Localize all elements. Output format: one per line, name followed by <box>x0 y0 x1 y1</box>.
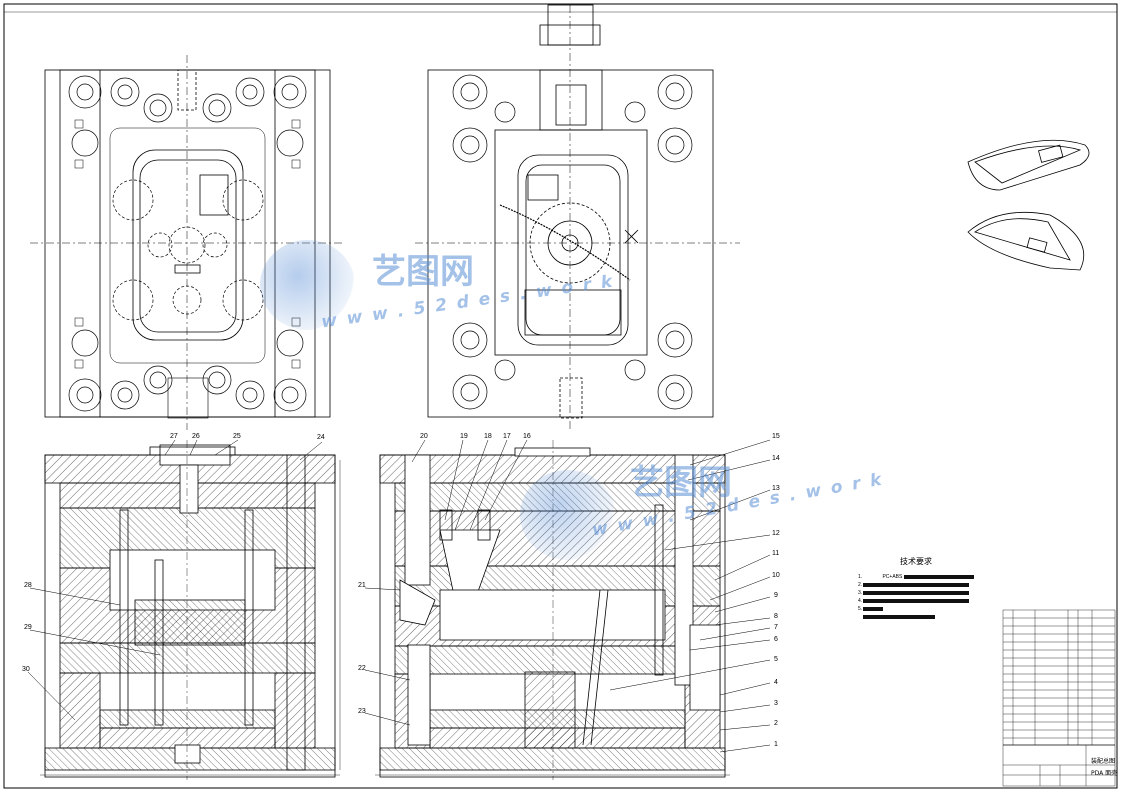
tech-redaction-bar <box>904 574 974 579</box>
tech-material: PC+ABS <box>882 573 903 580</box>
tech-num: 4. <box>858 597 863 604</box>
tech-num: 2. <box>858 581 863 588</box>
callout-12: 12 <box>772 530 780 537</box>
callout-30: 30 <box>22 666 30 673</box>
callout-27: 27 <box>170 433 178 440</box>
callout-17: 17 <box>503 433 511 440</box>
tech-redaction-bar <box>863 606 883 611</box>
watermark-logo-icon-left <box>260 240 355 330</box>
tech-title: 技术要求 <box>900 557 932 566</box>
tech-line-2: 2. <box>858 581 974 588</box>
tech-num: 3. <box>858 589 863 596</box>
callout-9: 9 <box>774 592 778 599</box>
product-isometric-views <box>967 139 1090 271</box>
callout-15: 15 <box>772 433 780 440</box>
callout-18: 18 <box>484 433 492 440</box>
watermark-logo-icon-right <box>520 470 615 560</box>
tech-line-4: 4. <box>858 597 974 604</box>
callout-19: 19 <box>460 433 468 440</box>
tech-line-1: 1. PC+ABS <box>858 573 974 580</box>
callout-13: 13 <box>772 485 780 492</box>
callout-20: 20 <box>420 433 428 440</box>
callout-24: 24 <box>317 434 325 441</box>
callout-21: 21 <box>358 582 366 589</box>
right-section-view <box>375 447 730 778</box>
callout-6: 6 <box>774 636 778 643</box>
callout-8: 8 <box>774 613 778 620</box>
callout-4: 4 <box>774 679 778 686</box>
tech-redaction-bar <box>863 598 969 603</box>
callout-14: 14 <box>772 455 780 462</box>
tech-line-3: 3. <box>858 589 974 596</box>
top-plan-view-moving-half <box>415 4 740 430</box>
left-section-view <box>40 444 341 778</box>
top-plan-view-fixed-half <box>30 55 345 430</box>
callout-5: 5 <box>774 656 778 663</box>
callout-3: 3 <box>774 700 778 707</box>
watermark-brand-left: 艺图网 <box>372 252 474 292</box>
title-block-subtitle: 装配总图 <box>1091 758 1116 765</box>
tech-line-5: 5. <box>858 605 974 612</box>
callout-25: 25 <box>233 433 241 440</box>
callout-10: 10 <box>772 572 780 579</box>
callout-23: 23 <box>358 708 366 715</box>
callout-16: 16 <box>523 433 531 440</box>
tech-num: 5. <box>858 605 863 612</box>
callout-28: 28 <box>24 582 32 589</box>
tech-redaction-bar <box>863 590 969 595</box>
tech-line-6 <box>858 613 974 620</box>
callout-26: 26 <box>192 433 200 440</box>
leader-lines <box>27 439 771 753</box>
title-block-grid <box>1002 609 1116 787</box>
drawing-border <box>3 3 1118 789</box>
watermark-brand-right: 艺图网 <box>630 463 732 503</box>
tech-redaction-bar <box>863 614 935 619</box>
callout-29: 29 <box>24 624 32 631</box>
title-block-title: PDA 面壳 <box>1091 770 1118 777</box>
callout-22: 22 <box>358 665 366 672</box>
callout-7: 7 <box>774 624 778 631</box>
tech-num: 1. <box>858 573 863 580</box>
callout-11: 11 <box>772 550 780 557</box>
callout-1: 1 <box>774 741 778 748</box>
technical-requirements: 技术要求 1. PC+ABS 2. 3. 4. 5. <box>858 556 974 621</box>
tech-redaction-bar <box>863 582 969 587</box>
callout-2: 2 <box>774 720 778 727</box>
